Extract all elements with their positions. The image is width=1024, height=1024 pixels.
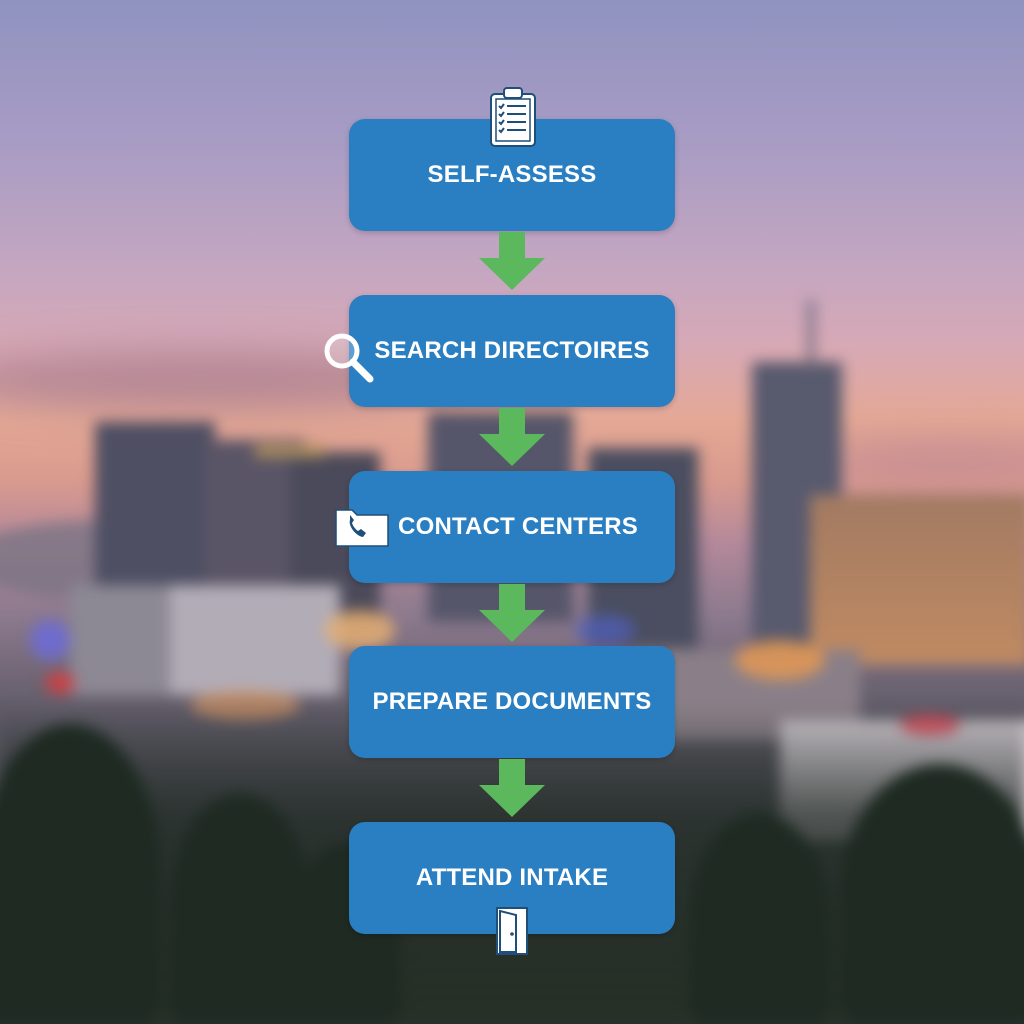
arrow-down-icon xyxy=(479,408,545,466)
arrow-down-icon xyxy=(479,584,545,642)
step-label: SELF-ASSESS xyxy=(427,161,597,188)
folder-phone-icon xyxy=(335,509,389,547)
step-attend-intake: ATTEND INTAKE xyxy=(349,822,675,934)
step-prepare-documents: PREPARE DOCUMENTS xyxy=(349,646,675,758)
door-icon xyxy=(496,907,528,955)
arrow-down-icon xyxy=(479,759,545,817)
arrow-down-icon xyxy=(479,232,545,290)
clipboard-checklist-icon xyxy=(490,87,536,147)
step-contact-centers: CONTACT CENTERS xyxy=(349,471,675,583)
step-label: PREPARE DOCUMENTS xyxy=(372,688,652,715)
step-label: ATTEND INTAKE xyxy=(415,864,609,891)
step-search-directories: SEARCH DIRECTOIRES xyxy=(349,295,675,407)
step-label: SEARCH DIRECTOIRES xyxy=(374,337,650,364)
step-label: CONTACT CENTERS xyxy=(398,513,638,540)
magnifier-icon xyxy=(324,333,374,383)
